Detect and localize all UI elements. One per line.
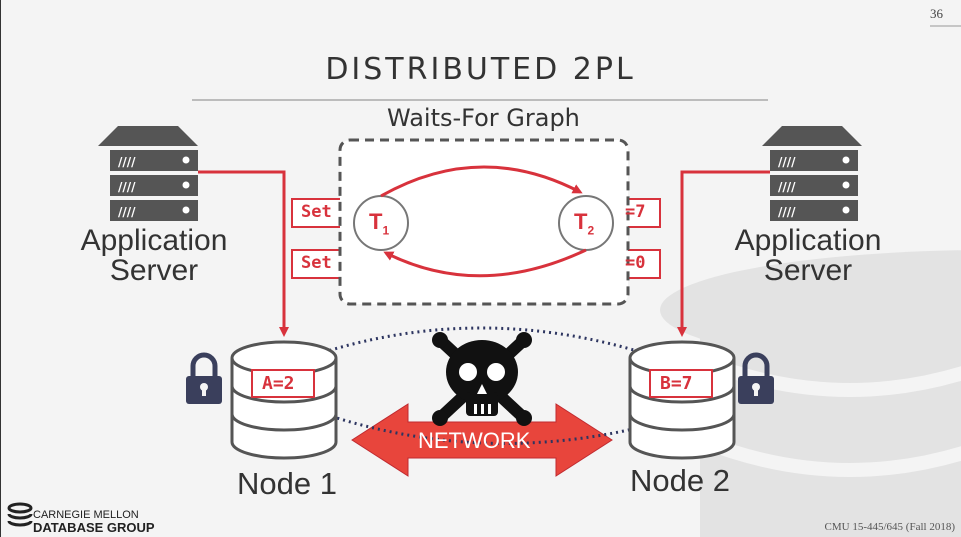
edge-t1-to-t2 — [380, 165, 583, 198]
left-request-1: Set — [301, 202, 332, 222]
node2-lock-icon — [738, 352, 774, 404]
right-request-1: =7 — [625, 202, 646, 222]
t1-name: T — [369, 209, 383, 234]
right-server-label-line2: Server — [763, 254, 853, 287]
slide-footer: CMU 15-445/645 (Fall 2018) — [824, 521, 955, 533]
logo-line1: CARNEGIE MELLON — [33, 509, 139, 521]
edge-t2-to-t1 — [383, 248, 587, 278]
node2-value: B=7 — [660, 373, 693, 394]
node1-value-box — [251, 369, 315, 398]
t2-subscript: 2 — [587, 223, 595, 238]
svg-text:////: //// — [778, 155, 796, 169]
node1-label: Node 1 — [237, 466, 337, 501]
right-server-connector — [677, 170, 770, 337]
node2-database-icon — [628, 340, 736, 460]
network-label: NETWORK — [418, 428, 531, 453]
svg-text:////: //// — [118, 180, 136, 194]
node1-value: A=2 — [262, 373, 295, 394]
database-stack-logo-icon — [7, 502, 33, 527]
network-arrow — [351, 403, 613, 477]
svg-text:////: //// — [778, 180, 796, 194]
dotted-link-top — [283, 326, 685, 369]
svg-text:////: //// — [118, 205, 136, 219]
left-request-box-2 — [291, 249, 343, 279]
svg-text:////: //// — [778, 205, 796, 219]
slide-title: DISTRIBUTED 2PL — [325, 52, 636, 87]
dotted-link-bottom — [283, 397, 683, 445]
skull-crossbones-icon — [432, 332, 532, 426]
logo-line2: DATABASE GROUP — [33, 520, 155, 535]
t1-subscript: 1 — [382, 223, 390, 238]
node1-database-icon — [230, 340, 338, 460]
node2-label: Node 2 — [630, 463, 730, 498]
node2-value-box — [649, 369, 713, 398]
waits-for-graph-label: Waits-For Graph — [387, 104, 580, 132]
t2-label: T2 — [574, 209, 594, 237]
right-server-icon: //// //// //// — [762, 126, 862, 221]
right-request-2: =0 — [625, 253, 646, 273]
left-server-label-line1: Application — [80, 224, 228, 257]
left-server-icon: //// //// //// — [98, 126, 198, 221]
node1-lock-icon — [186, 352, 222, 404]
right-server-label-line1: Application — [734, 224, 882, 257]
t1-label: T1 — [369, 209, 389, 237]
left-server-connector — [198, 170, 289, 337]
left-server-label-line2: Server — [109, 254, 199, 287]
page-number: 36 — [930, 6, 943, 21]
left-request-2: Set — [301, 253, 332, 273]
svg-text:////: //// — [118, 155, 136, 169]
t2-name: T — [574, 209, 588, 234]
